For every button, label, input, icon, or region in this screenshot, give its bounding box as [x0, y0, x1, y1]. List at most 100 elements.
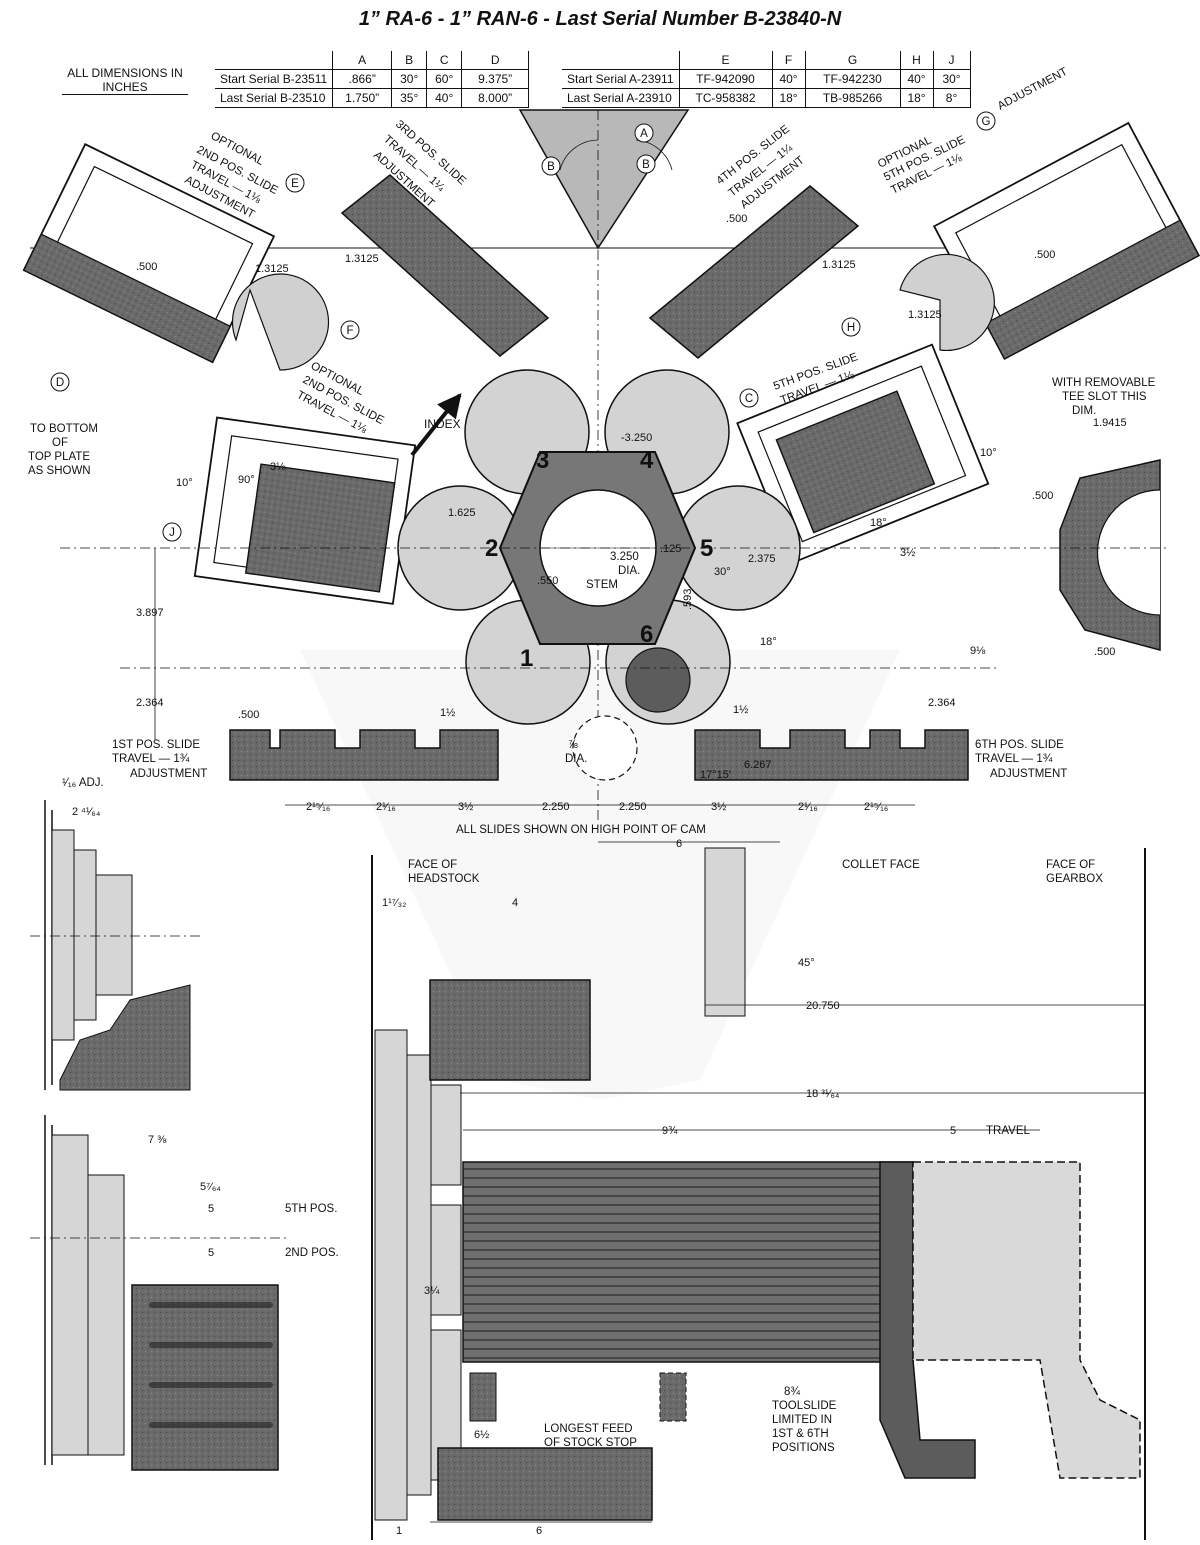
- index-label: INDEX: [424, 417, 461, 431]
- dim-2-364: 2.364: [928, 697, 956, 709]
- callout-e: E: [285, 173, 305, 193]
- table-cell: 40°: [426, 88, 463, 108]
- dim-17-15: 17°15': [700, 769, 731, 781]
- dim-6: 6: [676, 838, 682, 850]
- position-number-5: 5: [700, 535, 713, 562]
- dim-5: 5: [950, 1125, 956, 1137]
- callout-b-label: B: [547, 161, 555, 173]
- dim-3-14: 3¼: [424, 1285, 440, 1297]
- units-note-text: ALL DIMENSIONS IN INCHES: [62, 66, 188, 95]
- optional-2nd-slide-top: [22, 143, 330, 371]
- dim-3-18: 3⅛: [270, 461, 286, 473]
- callout-d-label: D: [56, 377, 64, 389]
- left-detail-lower: [30, 1115, 290, 1471]
- dim-3-12: 3½: [711, 801, 726, 813]
- dim-2-364: 2.364: [136, 697, 164, 709]
- dim-1-625: 1.625: [448, 507, 476, 519]
- 4th-pos-slide: [648, 185, 860, 359]
- dim-500: .500: [1094, 646, 1115, 658]
- table-cell: 18°: [899, 88, 934, 108]
- dim-1-12: 1½: [733, 704, 748, 716]
- dim-6-12: 6½: [474, 1429, 489, 1441]
- dim-1-9415: 1.9415: [1093, 417, 1127, 429]
- callout-b-right: B: [636, 154, 656, 174]
- callout-g: G: [976, 111, 996, 131]
- vertical-dimensions-left: [120, 548, 1000, 740]
- optional-5th-slide-top: [899, 121, 1200, 360]
- adj-1-16: ¹⁄₁₆ ADJ.: [62, 777, 104, 789]
- pos6-line3: ADJUSTMENT: [990, 768, 1067, 780]
- dim-9-18: 9⅛: [970, 645, 986, 657]
- table-cell: 30°: [932, 69, 971, 89]
- dim-5: 5: [208, 1203, 214, 1215]
- dia-7-8: ⅞: [568, 739, 578, 751]
- index-arrow-icon: [410, 393, 462, 457]
- dim-3-12: 3½: [900, 547, 915, 559]
- 5th-pos-slide: [736, 343, 990, 564]
- longest-feed-line1: LONGEST FEED: [544, 1423, 633, 1435]
- callout-h: H: [841, 317, 861, 337]
- callout-e-label: E: [291, 178, 299, 190]
- table-cell: TB-985266: [804, 88, 901, 108]
- pos6-line1: 6TH POS. SLIDE: [975, 739, 1064, 751]
- adjustment-top-right: ADJUSTMENT: [996, 66, 1070, 113]
- dia-label: DIA.: [565, 753, 587, 765]
- dim-7-38: 7 ⅜: [148, 1134, 167, 1146]
- toolslide-line2: TOOLSLIDE: [772, 1400, 837, 1412]
- dim-10: 10°: [980, 447, 997, 459]
- dim-9-34: 9¾: [662, 1125, 678, 1137]
- table-cell: 60°: [426, 69, 463, 89]
- dim-1-3125: 1.3125: [345, 253, 379, 265]
- stem-dia-value: 3.250: [610, 551, 639, 563]
- removable-line1: WITH REMOVABLE: [1052, 377, 1156, 389]
- to-bottom-line3: TOP PLATE: [28, 451, 90, 463]
- second-pos-label: 2ND POS.: [285, 1247, 339, 1259]
- dim-500: .500: [136, 261, 157, 273]
- table-cell: 18°: [771, 88, 806, 108]
- dim-2-1516: 2¹⁵⁄₁₆: [864, 801, 888, 813]
- index-hex: [498, 451, 697, 645]
- pos6-line2: TRAVEL — 1¾: [975, 753, 1053, 765]
- position-number-2: 2: [485, 535, 498, 562]
- serial-table-left: A B C D Start Serial B-23511 .866” 30° 6…: [215, 51, 530, 108]
- to-bottom-line1: TO BOTTOM: [30, 423, 98, 435]
- dim-1-17-32: 1¹⁷⁄₃₂: [382, 897, 406, 909]
- dim-125: .125: [660, 543, 681, 555]
- all-slides-note: ALL SLIDES SHOWN ON HIGH POINT OF CAM: [456, 824, 706, 836]
- removable-line2: TEE SLOT THIS: [1062, 391, 1147, 403]
- table-cell: Last Serial B-23510: [215, 88, 334, 108]
- dim-2-250: 2.250: [619, 801, 647, 813]
- dim-10: 10°: [176, 477, 193, 489]
- dim-20-750: 20.750: [806, 1000, 840, 1012]
- dim-3-250: -3.250: [621, 432, 652, 444]
- face-gearbox-line2: GEARBOX: [1046, 873, 1103, 885]
- table-cell: Last Serial A-23910: [562, 88, 680, 108]
- dim-45: 45°: [798, 957, 815, 969]
- callout-f-label: F: [346, 325, 353, 337]
- units-note: ALL DIMENSIONS IN INCHES: [62, 66, 188, 95]
- dim-6: 6: [536, 1525, 542, 1537]
- callout-f: F: [340, 320, 360, 340]
- dim-500: .500: [1032, 490, 1053, 502]
- dim-18-31-64: 18 ³¹⁄₆₄: [806, 1088, 840, 1100]
- index-plate-partial: [990, 459, 1170, 651]
- table-cell: 8°: [932, 88, 971, 108]
- to-bottom-line4: AS SHOWN: [28, 465, 91, 477]
- dim-5: 5: [208, 1247, 214, 1259]
- dim-90: 90°: [238, 474, 255, 486]
- dim-1-12: 1½: [440, 707, 455, 719]
- toolslide-line3: LIMITED IN: [772, 1414, 832, 1426]
- dim-550: .550: [537, 575, 558, 587]
- face-headstock-line1: FACE OF: [408, 859, 457, 871]
- left-detail-upper: [30, 800, 200, 1091]
- dim-1-3125: 1.3125: [255, 263, 289, 275]
- dim-2-116: 2¹⁄₁₆: [798, 801, 818, 813]
- dim-593: .593: [682, 589, 694, 610]
- removable-line3: DIM.: [1072, 405, 1096, 417]
- position-number-6: 6: [640, 621, 653, 648]
- fifth-pos-label: 5TH POS.: [285, 1203, 337, 1215]
- table-row: Last Serial B-23510 1.750” 35° 40° 8.000…: [215, 88, 530, 108]
- dim-500: .500: [1034, 249, 1055, 261]
- headstock-elevation: [371, 847, 1146, 1540]
